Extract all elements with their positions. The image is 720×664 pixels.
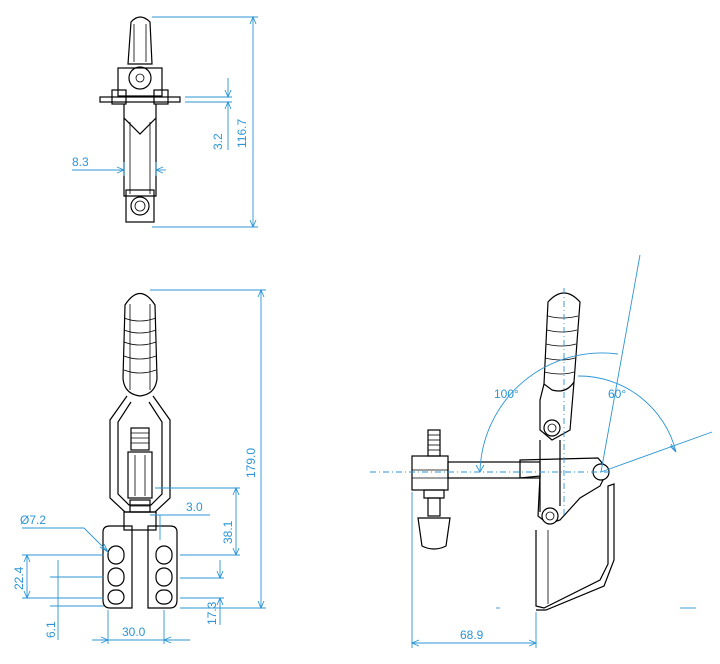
- dim-17-3: 17.3: [205, 601, 219, 625]
- dim-22-4: 22.4: [12, 566, 26, 590]
- dim-179-0: 179.0: [244, 448, 258, 478]
- side-view-dimensions: 100° 60° 68.9: [370, 254, 713, 648]
- dim-8-3: 8.3: [72, 155, 89, 169]
- top-view-dimensions: 116.7 3.2 8.3: [72, 15, 258, 229]
- front-view-dimensions: 179.0 3.0 38.1 17.3 Ø7.2 22.4 6.1: [12, 288, 266, 644]
- angle-100: 100°: [494, 387, 519, 401]
- dim-38-1: 38.1: [221, 520, 235, 544]
- angle-60: 60°: [608, 387, 626, 401]
- dim-68-9: 68.9: [460, 628, 484, 642]
- dim-6-1: 6.1: [44, 621, 58, 638]
- top-view: [99, 16, 181, 223]
- dim-116-7: 116.7: [235, 119, 249, 148]
- dim-diam-7-2: Ø7.2: [20, 513, 46, 527]
- dim-30-0: 30.0: [122, 625, 146, 639]
- dim-3-0: 3.0: [186, 500, 203, 514]
- front-view: [102, 292, 178, 609]
- side-view: [411, 292, 615, 611]
- dim-3-2: 3.2: [211, 133, 225, 150]
